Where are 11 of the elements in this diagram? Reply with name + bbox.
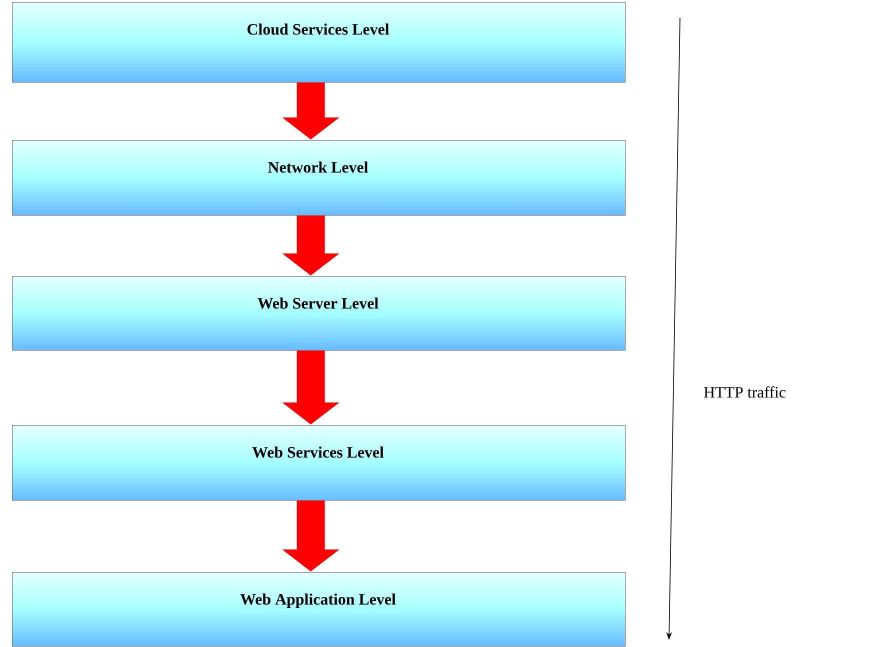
node-label: Web Server Level bbox=[258, 298, 378, 309]
node-label: Cloud Services Level bbox=[248, 24, 390, 35]
level-box bbox=[12, 276, 626, 351]
axis-label: HTTP traffic bbox=[704, 386, 786, 398]
node-label: Web Application Level bbox=[240, 594, 396, 608]
node-label: Web Services Level bbox=[252, 446, 384, 458]
level-box bbox=[12, 140, 626, 216]
level-box bbox=[12, 572, 626, 647]
level-box bbox=[12, 2, 626, 83]
level-box bbox=[12, 425, 626, 501]
node-label: Network Level bbox=[268, 162, 368, 173]
